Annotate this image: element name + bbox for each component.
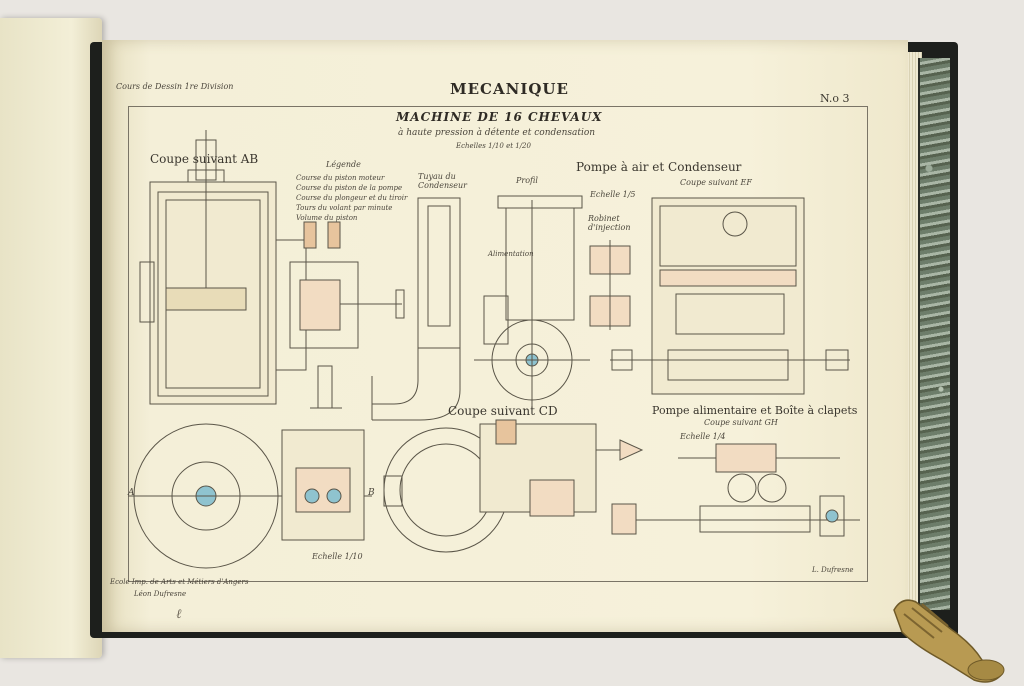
label-coupe-cd: Coupe suivant CD xyxy=(448,404,558,418)
drawing-frame xyxy=(128,106,868,582)
condenser-pipe xyxy=(371,197,461,421)
brass-hand-clasp xyxy=(893,599,1005,683)
school-credit: Ecole Imp. de Arts et Métiers d'Angers xyxy=(110,578,249,586)
section-mark-a: A xyxy=(128,488,135,498)
air-pump-condenser xyxy=(610,197,850,395)
machine-scale: Echelles 1/10 et 1/20 xyxy=(456,142,531,150)
label-coupe-ef: Coupe suivant EF xyxy=(680,178,752,187)
course-header: Cours de Dessin 1re Division xyxy=(116,82,234,91)
label-robinet: Robinet d'injection xyxy=(588,214,631,232)
label-echelle-pompe: Echelle 1/5 xyxy=(590,190,636,199)
plate-number: N.o 3 xyxy=(820,92,850,105)
legend-line-1: Course du piston moteur xyxy=(296,174,385,182)
profile-view xyxy=(474,195,590,410)
legend-line-3: Course du plongeur et du tiroir xyxy=(296,194,408,202)
legend-line-4: Tours du volant par minute xyxy=(296,204,393,212)
legend-line-5: Volume du piston xyxy=(296,214,358,222)
label-alimentation: Alimentation xyxy=(488,250,534,258)
label-profil: Profil xyxy=(516,176,538,185)
cylinder-section-ab xyxy=(139,130,405,409)
label-legende: Légende xyxy=(326,160,361,169)
label-echelle-alim: Echelle 1/4 xyxy=(680,432,726,441)
section-mark-b: B xyxy=(368,488,375,498)
label-pompe-air: Pompe à air et Condenseur xyxy=(576,160,742,174)
marbled-endpaper xyxy=(918,58,950,610)
label-echelle-bas: Echelle 1/10 xyxy=(312,552,363,561)
page-title: MECANIQUE xyxy=(450,80,569,98)
draftsman-signature: L. Dufresne xyxy=(812,566,854,574)
label-pompe-alimentaire: Pompe alimentaire et Boîte à clapets xyxy=(652,404,858,417)
section-cd xyxy=(383,419,644,553)
machine-title: MACHINE DE 16 CHEVAUX xyxy=(396,110,603,124)
legend-line-2: Course du piston de la pompe xyxy=(296,184,403,192)
label-tuyau: Tuyau du Condenseur xyxy=(418,172,467,190)
injection-cocks xyxy=(589,240,631,330)
machine-subtitle: à haute pression à détente et condensati… xyxy=(398,128,596,138)
label-coupe-gh: Coupe suivant GH xyxy=(704,418,778,427)
left-page xyxy=(0,18,102,658)
handwritten-signature: ℓ xyxy=(176,607,182,622)
bottom-plan-view xyxy=(128,423,372,569)
feed-pump xyxy=(611,443,860,537)
author-credit: Léon Dufresne xyxy=(134,590,187,598)
label-coupe-ab: Coupe suivant AB xyxy=(150,152,259,166)
